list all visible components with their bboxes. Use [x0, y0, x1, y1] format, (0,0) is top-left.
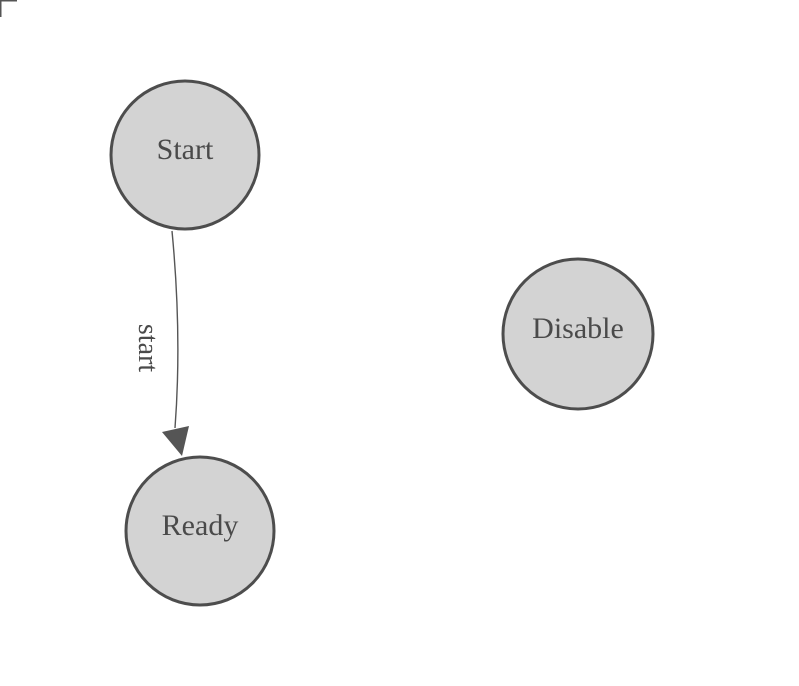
state-circle-start[interactable] [109, 79, 261, 231]
paper-corner-mark-icon [0, 0, 17, 17]
state-label-ready: Ready [162, 509, 239, 542]
transition-edge-start-to-ready: start [132, 230, 189, 456]
transition-label: start [132, 324, 163, 372]
state-node-start[interactable]: Start [109, 79, 261, 231]
state-node-disable[interactable]: Disable [501, 257, 655, 411]
transition-line[interactable] [171, 230, 179, 429]
state-circle-disable[interactable] [501, 257, 655, 411]
state-node-ready[interactable]: Ready [124, 455, 276, 607]
transition-arrowhead-icon [162, 426, 189, 456]
state-label-disable: Disable [532, 312, 624, 345]
state-label-start: Start [157, 133, 214, 166]
state-circle-ready[interactable] [124, 455, 276, 607]
